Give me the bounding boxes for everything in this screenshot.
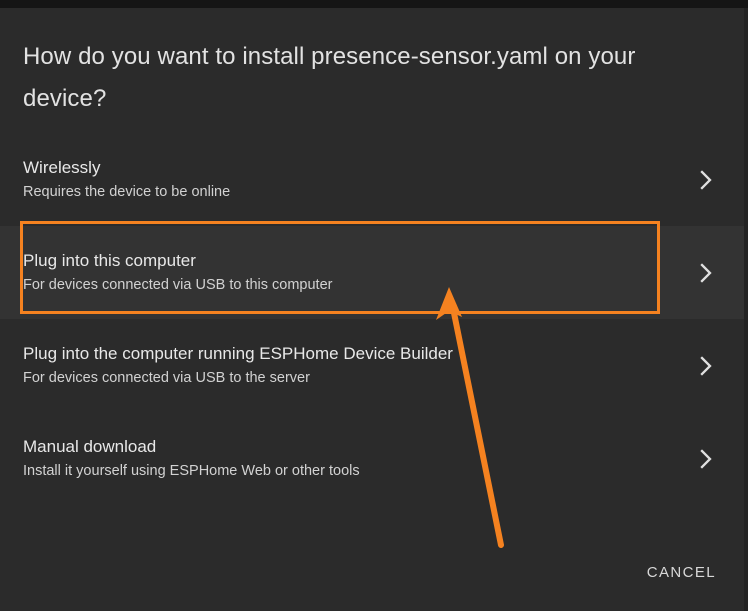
chevron-right-icon[interactable] <box>698 354 714 378</box>
option-title: Manual download <box>23 437 157 456</box>
dialog-right-edge <box>744 8 748 611</box>
option-subtitle: Requires the device to be online <box>23 184 231 200</box>
option-row-plug-into-server-computer[interactable]: Plug into the computer running ESPHome D… <box>0 319 744 412</box>
option-texts: Wirelessly Requires the device to be onl… <box>23 133 674 226</box>
chevron-right-icon[interactable] <box>698 168 714 192</box>
option-row-plug-into-this-computer[interactable]: Plug into this computer For devices conn… <box>0 226 744 319</box>
option-subtitle: Install it yourself using ESPHome Web or… <box>23 463 360 479</box>
option-row-wirelessly[interactable]: Wirelessly Requires the device to be onl… <box>0 133 744 226</box>
chevron-right-icon[interactable] <box>698 447 714 471</box>
chevron-right-icon[interactable] <box>698 261 714 285</box>
option-subtitle: For devices connected via USB to the ser… <box>23 370 310 386</box>
option-row-manual-download[interactable]: Manual download Install it yourself usin… <box>0 412 744 505</box>
option-title: Wirelessly <box>23 158 101 177</box>
option-title: Plug into this computer <box>23 251 196 270</box>
option-title: Plug into the computer running ESPHome D… <box>23 344 453 363</box>
window-top-strip <box>0 0 748 8</box>
install-method-dialog: How do you want to install presence-sens… <box>0 8 748 611</box>
dialog-title: How do you want to install presence-sens… <box>23 43 636 112</box>
option-subtitle: For devices connected via USB to this co… <box>23 277 333 293</box>
option-texts: Manual download Install it yourself usin… <box>23 412 674 505</box>
option-texts: Plug into this computer For devices conn… <box>23 226 674 319</box>
cancel-button[interactable]: CANCEL <box>637 556 726 589</box>
option-texts: Plug into the computer running ESPHome D… <box>23 319 674 412</box>
install-option-list: Wirelessly Requires the device to be onl… <box>0 133 744 505</box>
